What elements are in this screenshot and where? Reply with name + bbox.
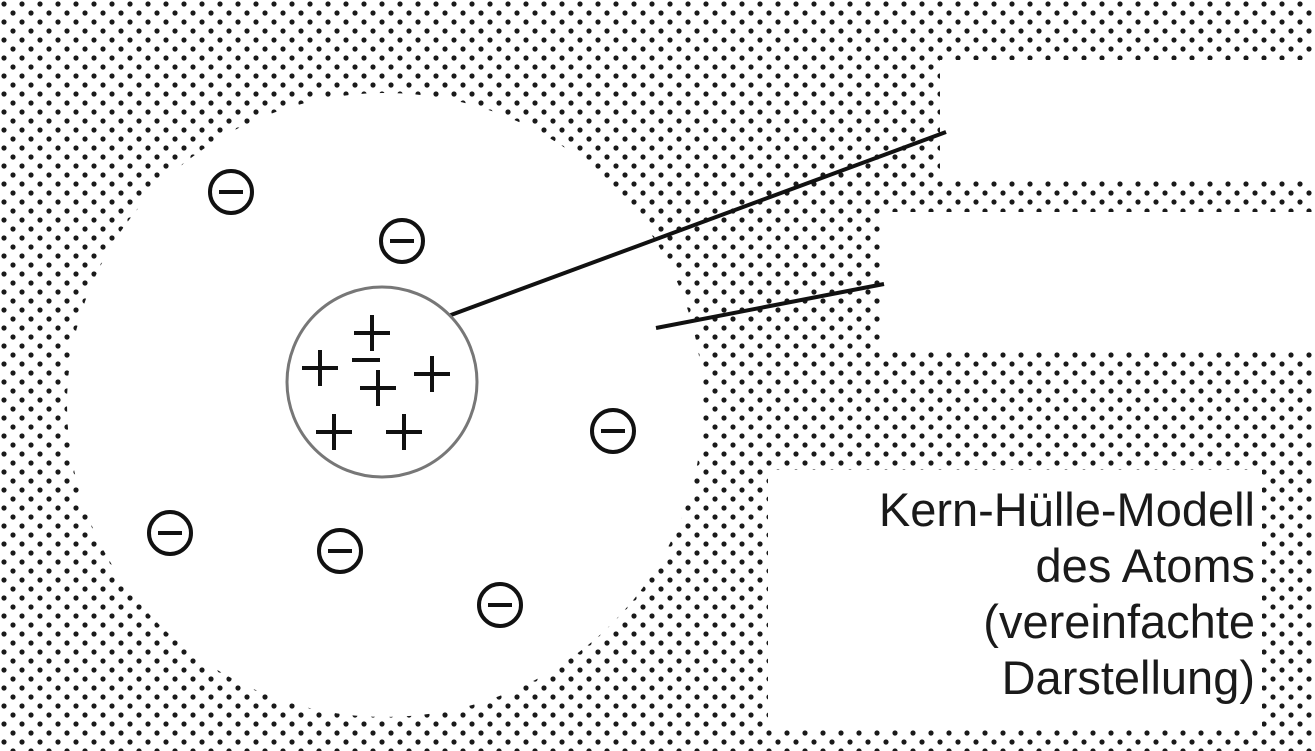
proton bbox=[354, 315, 390, 351]
caption-line-1: Kern-Hülle-Modell bbox=[878, 483, 1255, 536]
nucleus bbox=[285, 285, 479, 479]
pointer-line-lower bbox=[655, 282, 885, 330]
electron-group bbox=[147, 169, 636, 628]
proton bbox=[360, 370, 396, 406]
electron bbox=[208, 169, 254, 215]
caption-line-2: des Atoms bbox=[1035, 539, 1255, 592]
electron bbox=[590, 408, 636, 454]
electron bbox=[379, 218, 425, 264]
proton bbox=[302, 350, 338, 386]
proton bbox=[386, 414, 422, 450]
electron bbox=[477, 582, 523, 628]
caption-line-3: (vereinfachte bbox=[983, 595, 1255, 648]
proton-group bbox=[302, 315, 450, 450]
caption-panel bbox=[768, 470, 1262, 730]
nucleus-outline bbox=[285, 285, 479, 479]
caption-line-4: Darstellung) bbox=[1001, 651, 1255, 704]
proton bbox=[316, 414, 352, 450]
electron bbox=[317, 528, 363, 574]
pointer-line-upper bbox=[431, 130, 947, 324]
cutout-panel-middle bbox=[880, 212, 1315, 350]
cutout-panel-top bbox=[940, 60, 1315, 178]
proton bbox=[414, 356, 450, 392]
diagram-caption: Kern-Hülle-Modell des Atoms (vereinfacht… bbox=[879, 482, 1255, 706]
electron bbox=[147, 510, 193, 556]
